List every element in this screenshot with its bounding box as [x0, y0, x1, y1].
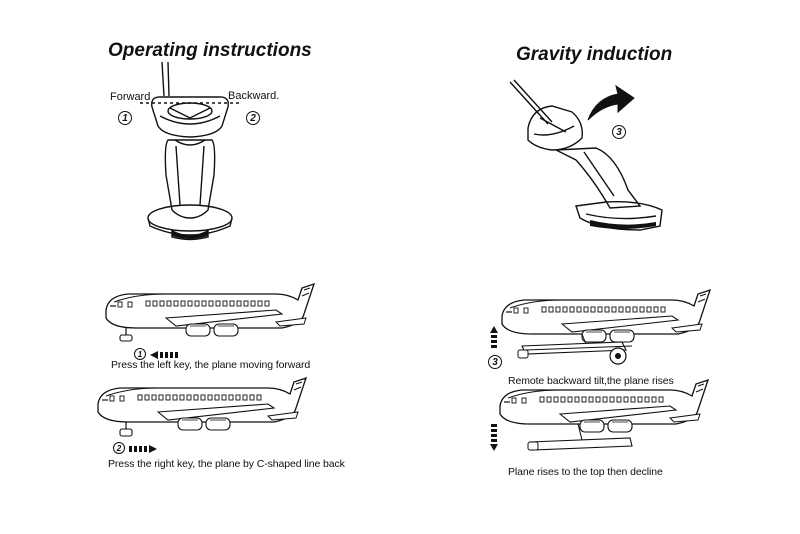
tilt-arrow-icon: [587, 84, 635, 121]
left-key-badge: 1: [134, 348, 146, 360]
operating-instructions-title: Operating instructions: [108, 40, 312, 61]
backward-number-badge: 2: [246, 111, 260, 125]
forward-label: Forward: [110, 91, 151, 103]
gravity-induction-title: Gravity induction: [516, 44, 673, 65]
caption-remote-backward: Remote backward tilt,the plane rises: [508, 375, 674, 387]
down-arrow-icon: [490, 424, 498, 451]
caption-press-right: Press the right key, the plane by C-shap…: [108, 458, 345, 470]
airplane-rising: [501, 289, 711, 365]
caption-rises-decline: Plane rises to the top then decline: [508, 466, 663, 478]
left-arrow-icon: [150, 351, 178, 359]
caption-press-left: Press the left key, the plane moving for…: [111, 359, 311, 371]
airplane-top: [499, 379, 709, 451]
right-arrow-icon: [129, 445, 157, 453]
airplane-forward: [105, 283, 315, 342]
airplane-backward: [97, 377, 307, 437]
tilt-number-badge: 3: [612, 125, 626, 139]
up-arrow-icon: [490, 326, 498, 348]
backward-label: Backward.: [228, 90, 280, 102]
forward-number-badge: 1: [118, 111, 132, 125]
tilt-key-badge: 3: [488, 355, 502, 369]
right-key-badge: 2: [113, 442, 125, 454]
